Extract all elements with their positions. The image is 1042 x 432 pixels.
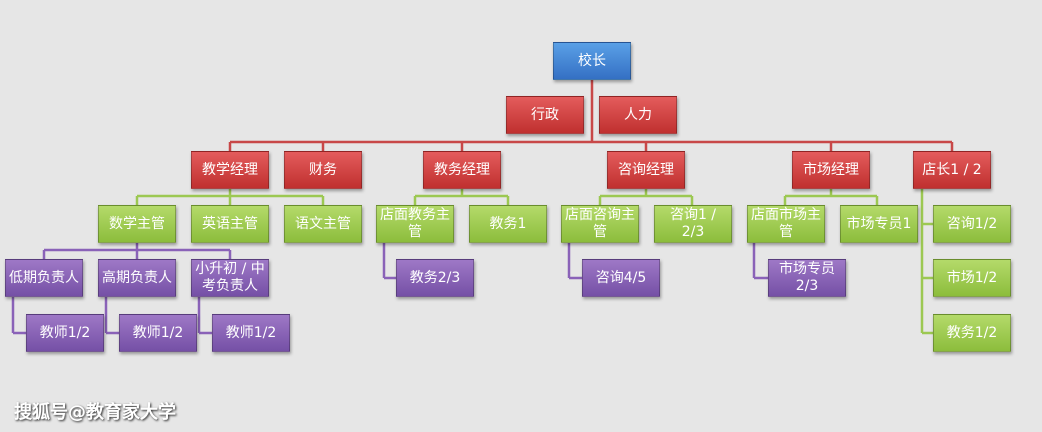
store-market-head-node: 店面市场主管 (747, 205, 825, 243)
teacher-node-c: 教师1/2 (212, 314, 290, 352)
store-consult-1-2-node: 咨询1/2 (933, 205, 1011, 243)
store-manager-node: 店长1 / 2 (913, 151, 991, 189)
academic-manager-node: 教务经理 (423, 151, 501, 189)
admin-node: 行政 (506, 96, 584, 134)
high-grade-lead-node: 高期负责人 (98, 259, 176, 297)
store-market-1-2-node: 市场1/2 (933, 259, 1011, 297)
low-grade-lead-node: 低期负责人 (5, 259, 83, 297)
store-consult-head-node: 店面咨询主管 (561, 205, 639, 243)
store-academic-head-node: 店面教务主管 (376, 205, 454, 243)
hr-node: 人力 (599, 96, 677, 134)
teaching-manager-node: 教学经理 (191, 151, 269, 189)
consult-4-5-node: 咨询4/5 (582, 259, 660, 297)
chinese-head-node: 语文主管 (284, 205, 362, 243)
academic-2-3-node: 教务2/3 (396, 259, 474, 297)
consult-manager-node: 咨询经理 (607, 151, 685, 189)
academic1-node: 教务1 (469, 205, 547, 243)
teacher-node-b: 教师1/2 (119, 314, 197, 352)
english-head-node: 英语主管 (191, 205, 269, 243)
store-academic-1-2-node: 教务1/2 (933, 314, 1011, 352)
consult-1-2-3-node: 咨询1 / 2/3 (654, 205, 732, 243)
finance-node: 财务 (284, 151, 362, 189)
market-specialist-2-3-node: 市场专员 2/3 (768, 259, 846, 297)
exam-lead-node: 小升初 / 中考负责人 (191, 259, 269, 297)
math-head-node: 数学主管 (98, 205, 176, 243)
principal-node: 校长 (553, 42, 631, 80)
market-manager-node: 市场经理 (792, 151, 870, 189)
teacher-node-a: 教师1/2 (26, 314, 104, 352)
watermark-text: 搜狐号@教育家大学 (14, 402, 176, 423)
market-specialist1-node: 市场专员1 (840, 205, 918, 243)
